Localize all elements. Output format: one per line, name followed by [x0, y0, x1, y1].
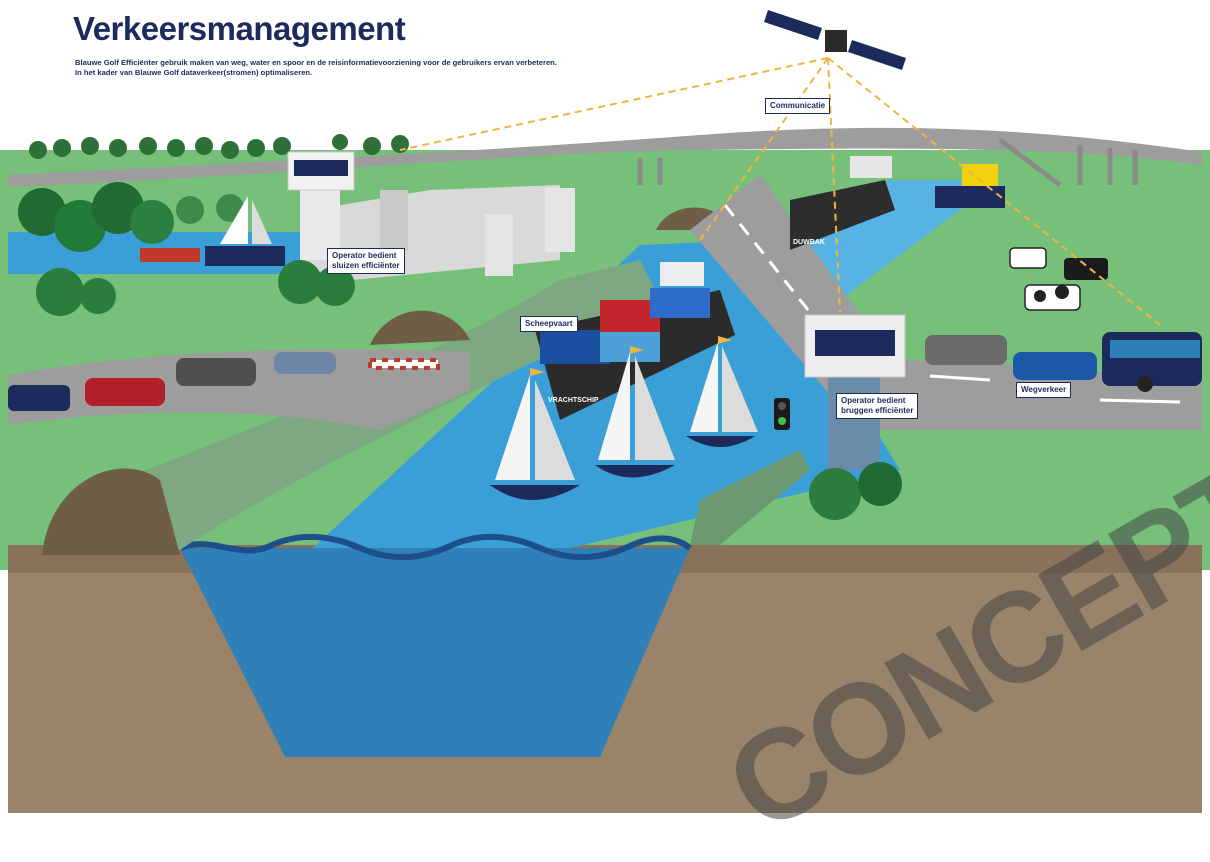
- label-wegverkeer: Wegverkeer: [1016, 382, 1072, 398]
- back-highway: [8, 127, 1202, 187]
- sailboat-icon-2: [595, 346, 675, 478]
- tree-line-icon: [29, 134, 409, 159]
- duwbak-ship-icon: DUWBAK: [790, 156, 895, 250]
- canal-cross-section: [180, 548, 690, 757]
- highway-supports: [637, 138, 1138, 187]
- right-road-marking-2: [1099, 398, 1181, 404]
- right-car-icon: [925, 335, 1097, 380]
- shrub-right-icon: [809, 462, 902, 520]
- page-title: Verkeersmanagement: [73, 10, 406, 47]
- label-operator-bruggen: Operator bedient bruggen efficiënter: [836, 393, 919, 419]
- infographic: DUWBAK VRACHTSCHIP: [0, 10, 1210, 860]
- bus-icon: [1102, 332, 1202, 392]
- small-sailboat-icon: [140, 196, 285, 266]
- road-barrier-left: [368, 358, 440, 370]
- right-road-marking: [929, 374, 991, 382]
- dike-right: [690, 450, 810, 545]
- bridge-control-tower-icon: [804, 314, 906, 470]
- lock-gate-right: [545, 188, 575, 252]
- scene-illustration: DUWBAK VRACHTSCHIP: [0, 10, 1210, 813]
- cows-icon: [1009, 247, 1108, 311]
- satellite-icon: [764, 10, 906, 70]
- water-waves: [178, 533, 692, 561]
- vrachtschip-label: VRACHTSCHIP: [548, 397, 599, 404]
- label-communicatie: Communicatie: [765, 98, 831, 114]
- lock-gate-left: [380, 190, 408, 250]
- car-icon: [8, 352, 336, 411]
- dike-rock-mid: [370, 310, 470, 345]
- sailboat-icon: [490, 368, 580, 500]
- forest-left-icon: [18, 182, 355, 316]
- traffic-light-icon: [774, 398, 790, 430]
- page-subtitle: Blauwe Golf Efficiënter gebruik maken va…: [75, 58, 557, 77]
- label-scheepvaart: Scheepvaart: [520, 316, 578, 332]
- sailboat-icon-3: [686, 336, 758, 447]
- label-operator-sluizen: Operator bedient sluizen efficiënter: [327, 248, 405, 274]
- tugboat-icon: [935, 164, 1005, 208]
- bridge-lane-marking: [723, 204, 867, 383]
- dike-rock-left: [42, 468, 180, 555]
- lock-control-tower-icon: [287, 151, 355, 260]
- lock-gate-mid: [485, 214, 513, 276]
- cargo-ship-icon: VRACHTSCHIP: [535, 262, 735, 420]
- left-road: [8, 349, 470, 430]
- duwbak-label: DUWBAK: [793, 239, 825, 246]
